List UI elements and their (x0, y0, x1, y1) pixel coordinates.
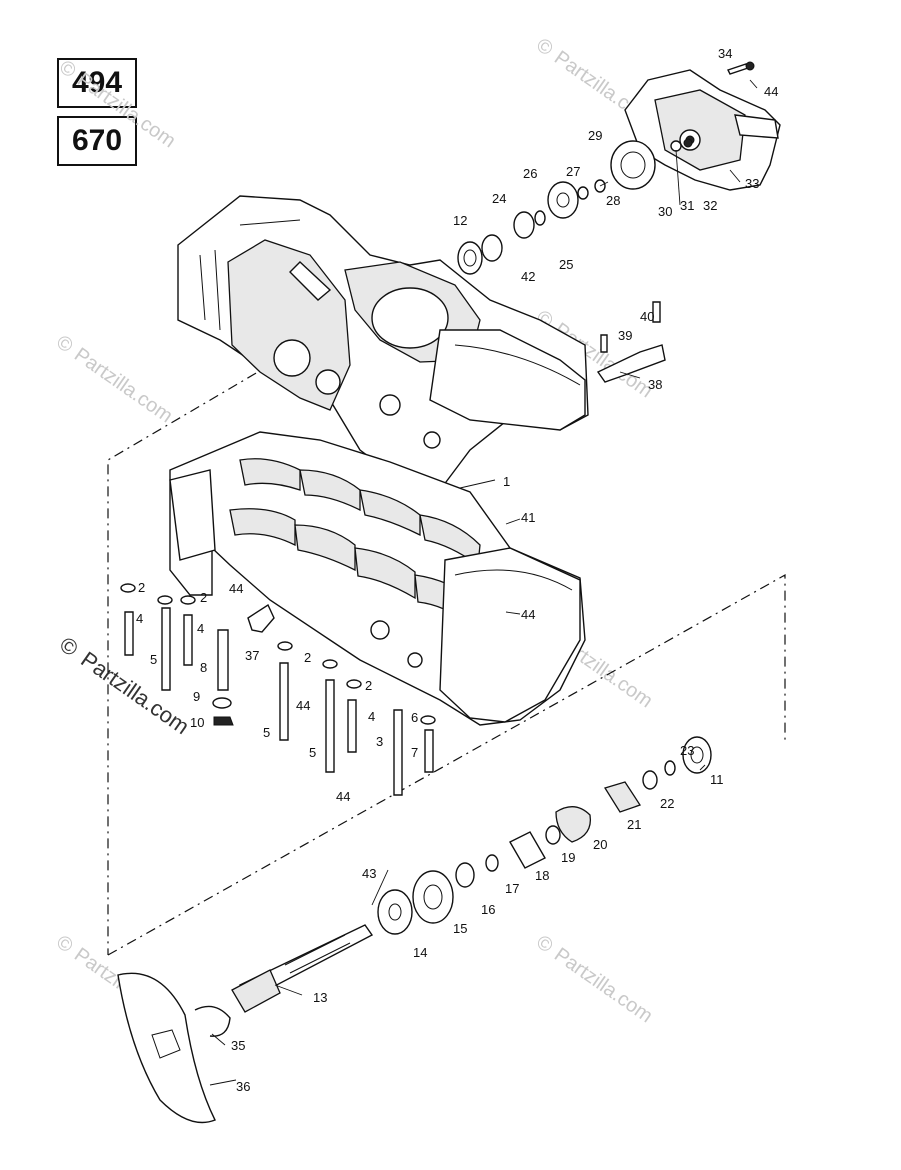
callout: 13 (313, 990, 327, 1005)
callout: 42 (521, 269, 535, 284)
callout: 43 (362, 866, 376, 881)
callout: 21 (627, 817, 641, 832)
callout: 34 (718, 46, 732, 61)
callout: 5 (150, 652, 157, 667)
washer-9 (212, 697, 232, 709)
callout: 33 (745, 176, 759, 191)
callout: 25 (559, 257, 573, 272)
callout: 4 (368, 709, 375, 724)
watermark-text: Partzilla.com (550, 944, 656, 1028)
callout: 14 (413, 945, 427, 960)
watermark-text: Partzilla.com (70, 344, 176, 428)
callout: 44 (229, 581, 243, 596)
callout: 4 (197, 621, 204, 636)
callout: 2 (138, 580, 145, 595)
callout: 44 (296, 698, 310, 713)
callout: 30 (658, 204, 672, 219)
callout: 4 (136, 611, 143, 626)
callout: 11 (710, 772, 724, 787)
callout: 44 (764, 84, 778, 99)
callout: 38 (648, 377, 662, 392)
callout: 10 (190, 715, 204, 730)
callout: 41 (521, 510, 535, 525)
callout: 36 (236, 1079, 250, 1094)
callout: 27 (566, 164, 580, 179)
callout: 16 (481, 902, 495, 917)
fitting-37 (247, 603, 275, 633)
seal-24 (513, 211, 535, 239)
callout: 8 (200, 660, 207, 675)
callout: 2 (365, 678, 372, 693)
callout: 32 (703, 198, 717, 213)
cover-36 (117, 972, 216, 1124)
watermark-symbol: © (55, 56, 80, 83)
watermark-symbol: © (52, 331, 77, 358)
callout: 7 (411, 745, 418, 760)
watermark-symbol: © (55, 632, 83, 662)
callout: 5 (309, 745, 316, 760)
leader-lines (209, 79, 758, 1086)
part-callouts: 1 2 2 2 2 3 4 4 4 5 5 5 6 7 8 9 10 11 12… (136, 46, 778, 1094)
callout: 19 (561, 850, 575, 865)
callout: 40 (640, 309, 654, 324)
watermark-symbol: © (532, 931, 557, 958)
bracket-38 (596, 344, 666, 383)
watermark-symbol: © (52, 931, 77, 958)
callout: 44 (521, 607, 535, 622)
callout: 2 (200, 590, 207, 605)
washer-26 (547, 181, 579, 219)
callout: 6 (411, 710, 418, 725)
callout: 39 (618, 328, 632, 343)
washer-27 (577, 186, 589, 200)
callout: 44 (336, 789, 350, 804)
callout: 31 (680, 198, 694, 213)
callout: 37 (245, 648, 259, 663)
crankcase-fasteners (120, 583, 436, 796)
lower-crankcase (169, 431, 586, 726)
callout: 1 (503, 474, 510, 489)
callout: 29 (588, 128, 602, 143)
ring-30 (670, 140, 682, 152)
callout: 28 (606, 193, 620, 208)
callout: 20 (593, 837, 607, 852)
model-badge-494: 494 (57, 58, 137, 108)
gear-29 (610, 140, 656, 190)
callout: 24 (492, 191, 506, 206)
nut-10 (213, 716, 234, 726)
upper-crankcase (177, 195, 589, 491)
callout: 9 (193, 689, 200, 704)
callout: 23 (680, 743, 694, 758)
bolt-34 (727, 63, 749, 75)
assembly-boundary-lower (107, 573, 786, 956)
callout: 35 (231, 1038, 245, 1053)
model-badge-670: 670 (57, 116, 137, 166)
callout: 15 (453, 921, 467, 936)
callout: 3 (376, 734, 383, 749)
nut-31 (683, 138, 693, 148)
bearing-12 (457, 241, 483, 275)
bolt-40 (652, 301, 661, 323)
callout: 18 (535, 868, 549, 883)
watermark-symbol: © (532, 34, 557, 61)
bolt-39 (600, 334, 608, 353)
callout: 22 (660, 796, 674, 811)
seal-25 (534, 210, 546, 226)
callout: 5 (263, 725, 270, 740)
drive-shaft-assembly (117, 736, 712, 1124)
watermark-text: Partzilla.com (76, 647, 193, 740)
watermark-text: Partzilla.com (73, 69, 179, 153)
callout: 2 (304, 650, 311, 665)
callout: 12 (453, 213, 467, 228)
callout: 17 (505, 881, 519, 896)
callout: 26 (523, 166, 537, 181)
